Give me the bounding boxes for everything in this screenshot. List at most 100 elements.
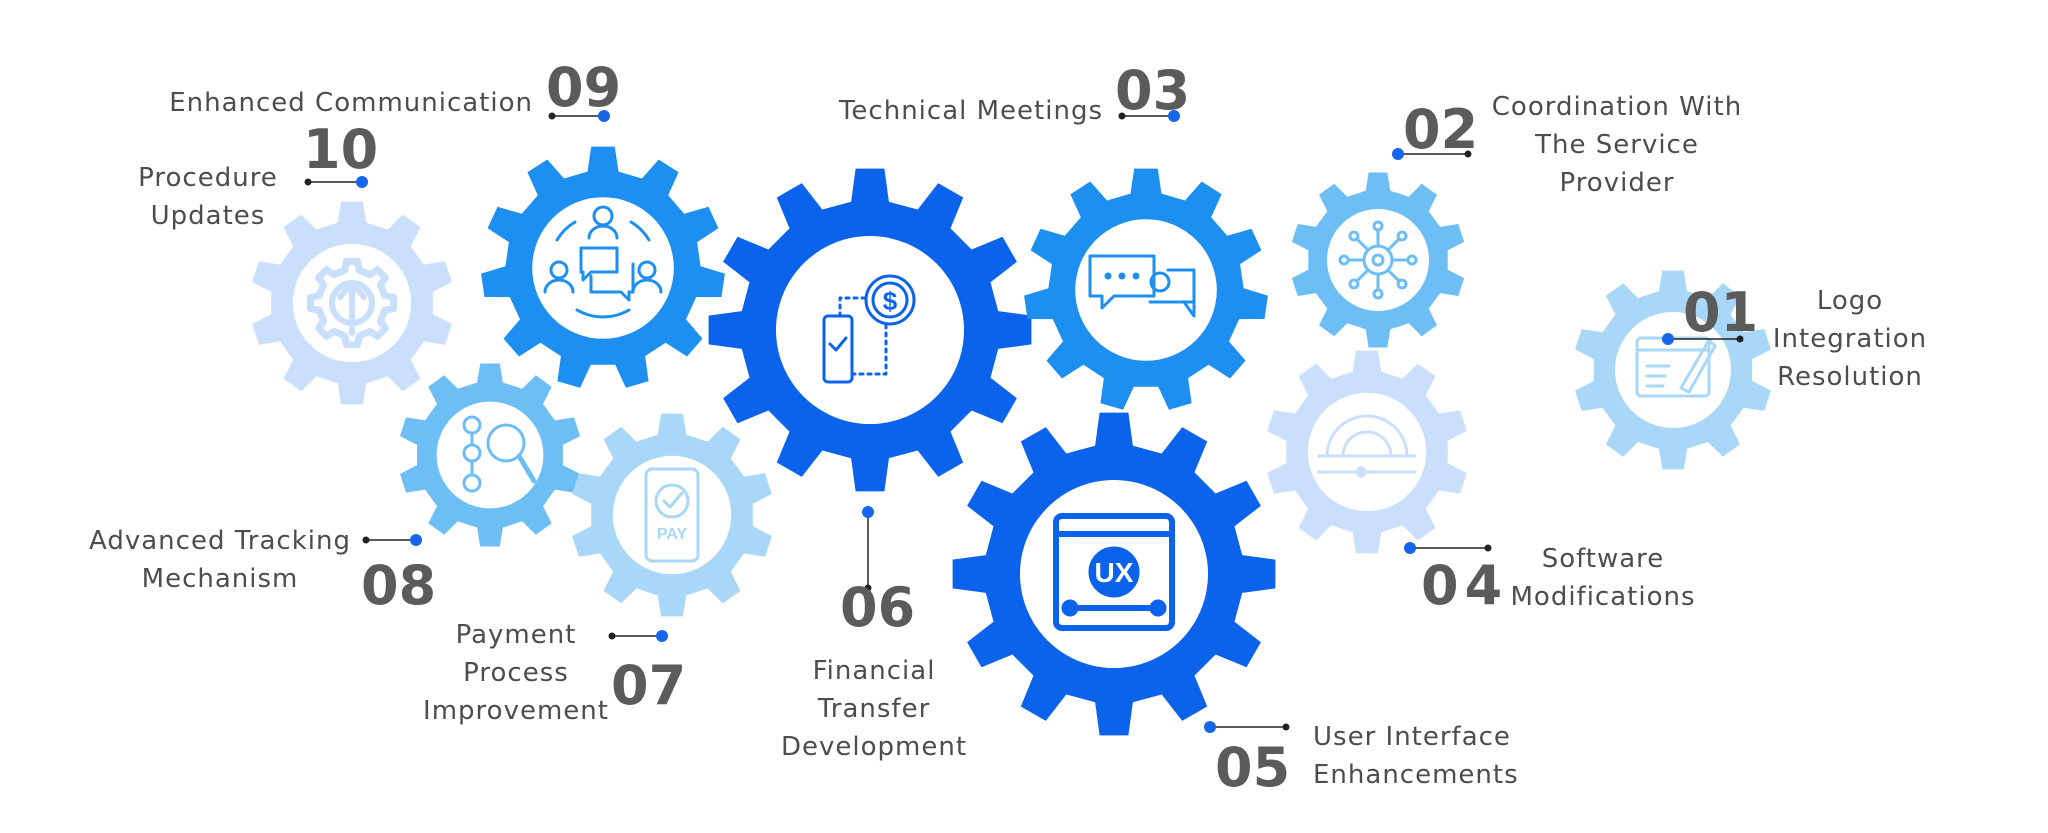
connector-dot (356, 176, 368, 188)
step-09-label-line: Enhanced Communication (169, 88, 533, 118)
gear-step-04 (1267, 350, 1467, 554)
gear-hub (1615, 312, 1731, 428)
connector-dot (362, 536, 370, 544)
mobile-payment-icon: $ (822, 274, 916, 384)
gear-step-09 (481, 146, 725, 388)
step-07-number: 07 (611, 654, 687, 717)
step-05-label: User Interface Enhancements (1313, 718, 1519, 794)
connector-dot (410, 534, 422, 546)
step-08-label-line: Advanced Tracking (89, 526, 351, 556)
connector-dot (656, 630, 668, 642)
connector-dot (1736, 335, 1744, 343)
connector-step-09 (548, 110, 610, 122)
step-10-label-line: Procedure (138, 163, 278, 193)
gear-step-03 (1024, 168, 1268, 410)
connector-dot (1484, 544, 1492, 552)
step-02-label-line: The Service (1535, 130, 1699, 160)
connector-step-07 (608, 630, 668, 642)
ux-window-icon: UX (1053, 513, 1175, 631)
connector-step-01 (1662, 333, 1744, 345)
step-09-number: 09 (546, 56, 622, 119)
connector-dot (1282, 723, 1290, 731)
step-03-label: Technical Meetings (839, 92, 1103, 130)
connector-dot (864, 584, 872, 592)
gear-hub (1327, 209, 1429, 311)
step-04-label: Software Modifications (1498, 540, 1708, 616)
connector-step-03 (1118, 110, 1180, 122)
step-03-label-line: Technical Meetings (838, 96, 1103, 126)
connector-step-04 (1404, 542, 1492, 554)
step-06-label-line: Transfer (817, 694, 931, 724)
step-08-label: Advanced Tracking Mechanism (80, 522, 360, 598)
step-05-number: 05 (1215, 736, 1291, 799)
gear-hub (776, 236, 964, 424)
ux-text: UX (1095, 557, 1134, 588)
step-01-label-line: Resolution (1777, 362, 1923, 392)
step-03-number: 03 (1115, 59, 1191, 122)
step-07-label: Payment Process Improvement (412, 616, 620, 730)
gear-step-08 (400, 363, 580, 547)
step-02-number: 02 (1403, 98, 1479, 161)
gear-hub (612, 455, 732, 575)
connector-step-06 (862, 506, 874, 592)
gear-step-02 (1291, 172, 1465, 348)
connector-dot (548, 112, 556, 120)
step-07-label-line: Improvement (423, 696, 609, 726)
step-01-label-line: Logo (1816, 286, 1884, 316)
connector-step-02 (1392, 148, 1472, 160)
gear-hub (1307, 392, 1427, 512)
step-07-label-line: Payment (455, 620, 577, 650)
step-02-label-line: Provider (1559, 168, 1675, 198)
step-06-number: 06 (840, 576, 916, 639)
connector-dot (1118, 112, 1126, 120)
gear-step-06 (708, 168, 1032, 492)
step-02-label-line: Coordination With (1491, 92, 1743, 122)
pay-text: PAY (657, 526, 688, 543)
connector-dot (1392, 148, 1404, 160)
connector-step-08 (362, 534, 422, 546)
step-04-number: 04 (1421, 554, 1509, 617)
connector-dot (1464, 150, 1472, 158)
step-06-label: Financial Transfer Development (764, 652, 984, 766)
step-04-label-line: Modifications (1510, 582, 1696, 612)
gear-hub (532, 197, 674, 339)
step-05-label-line: Enhancements (1313, 760, 1519, 790)
step-10-number: 10 (303, 118, 379, 181)
connector-dot (1404, 542, 1416, 554)
gear-hub (436, 401, 544, 509)
step-10-label: Procedure Updates (105, 159, 311, 235)
gear-step-07 (572, 413, 772, 617)
connector-dot (304, 178, 312, 186)
team-chat-icon (543, 205, 663, 319)
connector-dot (1204, 721, 1216, 733)
checklist-search-icon (462, 415, 537, 493)
step-07-label-line: Process (463, 658, 569, 688)
step-02-label: Coordination With The Service Provider (1462, 88, 1772, 202)
step-05-label-line: User Interface (1313, 722, 1511, 752)
connector-dot (608, 632, 616, 640)
gear-hub (1075, 219, 1217, 361)
step-04-label-line: Software (1541, 544, 1665, 574)
connector-step-10 (304, 176, 368, 188)
gear-step-01 (1575, 270, 1771, 470)
step-08-number: 08 (361, 554, 437, 617)
dashboard-gear-icon (1317, 414, 1417, 478)
step-08-label-line: Mechanism (141, 564, 299, 594)
upload-gear-icon (306, 257, 398, 349)
connector-step-05 (1204, 721, 1290, 733)
connector-dot (598, 110, 610, 122)
chat-gear-icon (1088, 254, 1196, 318)
step-01-label: Logo Integration Resolution (1750, 282, 1950, 396)
dollar-sign-text: $ (883, 286, 898, 316)
step-06-label-line: Financial (812, 656, 936, 686)
step-09-label: Enhanced Communication (169, 84, 533, 122)
phone-pay-icon: PAY (644, 467, 700, 563)
step-01-number: 01 (1683, 281, 1759, 344)
connector-dot (1662, 333, 1674, 345)
virus-network-icon (1338, 220, 1418, 300)
connector-dot (1168, 110, 1180, 122)
step-06-label-line: Development (780, 732, 968, 762)
step-01-label-line: Integration (1772, 324, 1928, 354)
